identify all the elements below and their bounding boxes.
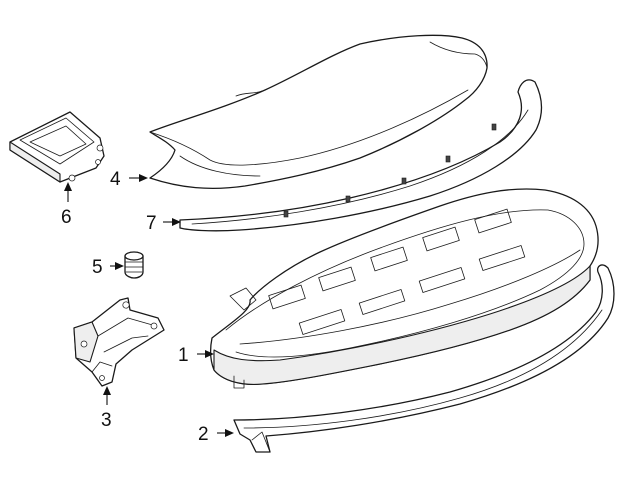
callout-2: 2: [198, 424, 209, 445]
part-3-bracket[interactable]: [73, 297, 165, 387]
callout-1: 1: [178, 345, 189, 366]
part-7-trim-strip[interactable]: [179, 79, 543, 232]
callout-6: 6: [61, 207, 72, 228]
callout-7: 7: [146, 213, 157, 234]
callout-5: 5: [92, 257, 103, 278]
part-5-clip[interactable]: [124, 251, 144, 279]
part-1-main-tray[interactable]: [210, 188, 599, 389]
callout-4: 4: [110, 169, 121, 190]
callout-leaders: [64, 174, 234, 437]
part-6-module-box[interactable]: [9, 111, 105, 183]
callout-3: 3: [101, 410, 112, 431]
part-2-seal[interactable]: [233, 264, 615, 453]
part-4-cover-panel[interactable]: [149, 34, 488, 190]
callout-labels: 1 2 3 4 5 6 7: [61, 169, 209, 445]
